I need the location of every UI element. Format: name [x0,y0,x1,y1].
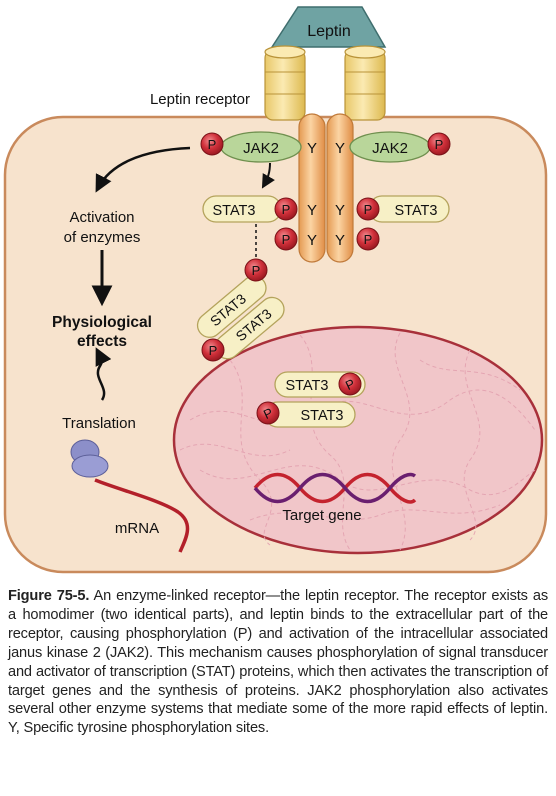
phosphate-icon: P [427,132,451,156]
target-gene-label: Target gene [282,507,361,524]
phosphate-icon: P [200,132,224,156]
phosphate-icon: P [244,258,268,282]
svg-text:P: P [364,232,373,247]
phosphate-icon: P [274,227,298,251]
physiological-effects-line2: effects [77,333,127,350]
phosphate-icon: P [256,401,280,425]
stat3-label: STAT3 [286,378,329,394]
stat3-bound-right: STAT3 [368,195,450,223]
tyrosine-site: Y [307,202,317,219]
receptor-intracellular [298,113,354,263]
tyrosine-site: Y [335,202,345,219]
tyrosine-site: Y [335,140,345,157]
receptor-extracellular [264,45,386,121]
svg-text:P: P [282,232,291,247]
phosphate-icon: P [201,338,225,362]
leptin-receptor-label: Leptin receptor [150,91,250,108]
leptin-label: Leptin [307,23,351,40]
activation-label-line2: of enzymes [64,229,141,246]
mrna-label: mRNA [115,520,159,537]
svg-text:P: P [282,202,291,217]
stat3-label: STAT3 [213,203,256,219]
jak2-left: JAK2 [220,131,302,163]
translation-label: Translation [62,415,136,432]
tyrosine-site: Y [307,232,317,249]
leptin-molecule: Leptin [270,6,387,48]
dna-helix-icon [253,472,417,504]
phosphate-icon: P [356,227,380,251]
figure-caption: Figure 75-5. An enzyme-linked receptor—t… [8,587,548,738]
activation-label-line1: Activation [69,209,134,226]
stat3-bound-left: STAT3 [202,195,282,223]
ribosome-icon [70,439,109,478]
leptin-receptor-diagram: Leptin Leptin receptor JAK2 JAK2 Y Y Y Y… [3,6,548,574]
phosphate-icon: P [338,372,362,396]
svg-text:P: P [435,137,444,152]
figure-label: Figure 75-5. [8,588,90,604]
mrna-strand [94,478,190,553]
translation-arrow [95,347,112,401]
svg-text:P: P [252,263,261,278]
jak2-right-label: JAK2 [372,140,408,157]
physiological-effects-line1: Physiological [52,314,152,331]
phosphate-icon: P [274,197,298,221]
stat3-label: STAT3 [395,203,438,219]
stat3-label: STAT3 [301,408,344,424]
jak2-to-stat3-arrow [261,162,275,189]
svg-text:P: P [209,343,218,358]
jak2-right: JAK2 [349,131,431,163]
jak2-left-label: JAK2 [243,140,279,157]
tyrosine-site: Y [307,140,317,157]
figure-caption-text: An enzyme-linked receptor—the leptin rec… [8,588,548,737]
phosphate-icon: P [356,197,380,221]
activation-arrow [95,146,191,193]
svg-text:P: P [208,137,217,152]
svg-text:P: P [364,202,373,217]
tyrosine-site: Y [335,232,345,249]
